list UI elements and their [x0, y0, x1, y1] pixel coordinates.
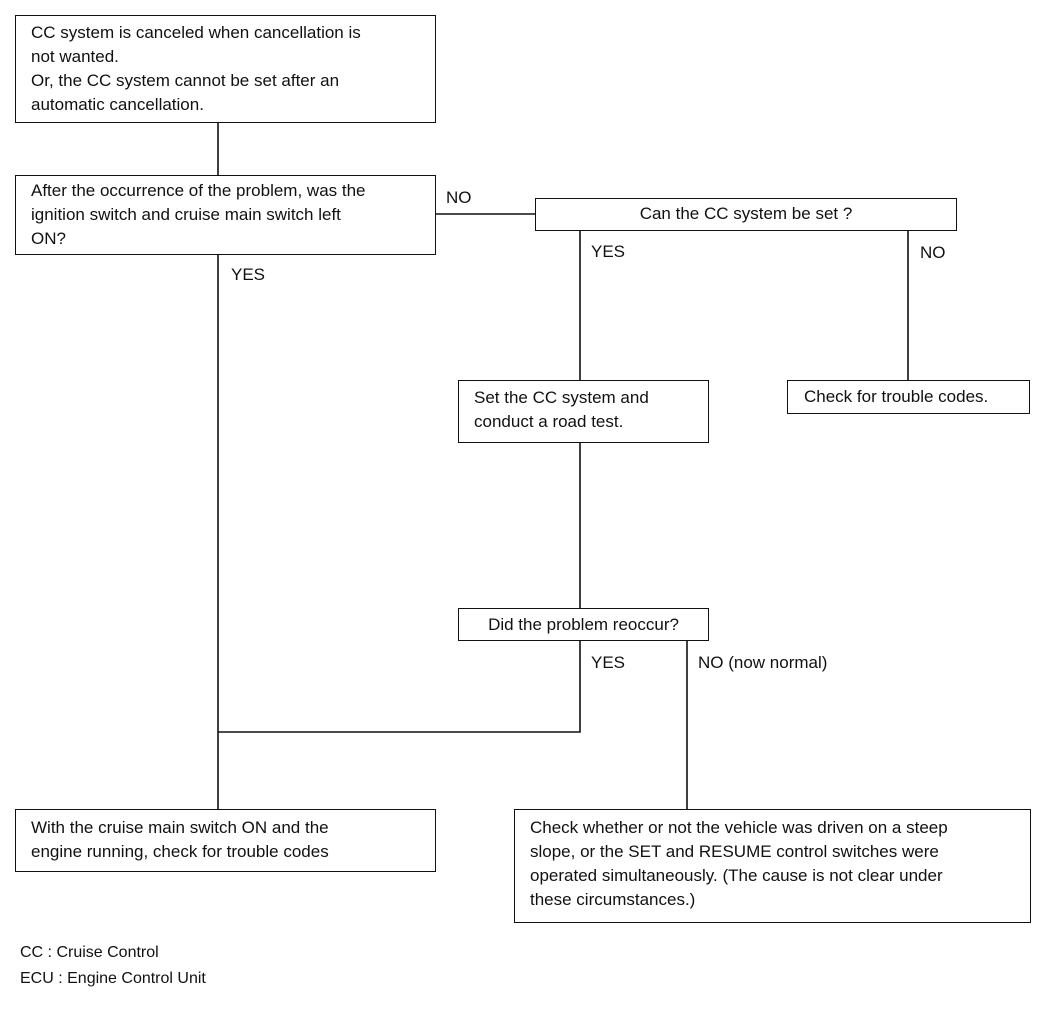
- reoccur-no-label: NO (now normal): [698, 653, 828, 672]
- start-box: CC system is canceled when cancellation …: [15, 15, 436, 123]
- engine-running-check-line-1: With the cruise main switch ON and the: [31, 818, 329, 837]
- start-line-3: Or, the CC system cannot be set after an: [31, 71, 340, 90]
- can-set-yes-label: YES: [591, 242, 626, 261]
- ignition-question-line-1: After the occurrence of the problem, was…: [31, 181, 366, 200]
- can-set-no-label: NO: [920, 243, 946, 262]
- check-trouble-codes-line-1: Check for trouble codes.: [804, 387, 989, 406]
- road-test-line-1: Set the CC system and: [474, 388, 649, 407]
- start-line-4: automatic cancellation.: [31, 95, 204, 114]
- reoccur-yes-label: YES: [591, 653, 626, 672]
- legend-ecu: ECU : Engine Control Unit: [20, 970, 206, 987]
- start-line-1: CC system is canceled when cancellation …: [31, 23, 361, 42]
- ignition-question-box: After the occurrence of the problem, was…: [15, 175, 436, 255]
- can-set-question-box: Can the CC system be set ?: [535, 198, 957, 231]
- ignition-question-line-2: ignition switch and cruise main switch l…: [31, 205, 341, 224]
- engine-running-check-box: With the cruise main switch ON and the e…: [15, 809, 436, 872]
- steep-slope-check-line-2: slope, or the SET and RESUME control swi…: [530, 842, 939, 861]
- steep-slope-check-line-1: Check whether or not the vehicle was dri…: [530, 818, 948, 837]
- edge-q-reoccur-yes: [218, 641, 581, 733]
- legend: CC : Cruise Control ECU : Engine Control…: [20, 940, 206, 992]
- reoccur-question-line-1: Did the problem reoccur?: [488, 615, 679, 634]
- reoccur-question-box: Did the problem reoccur?: [458, 608, 709, 641]
- ignition-yes-label: YES: [231, 265, 266, 284]
- road-test-line-2: conduct a road test.: [474, 412, 624, 431]
- steep-slope-check-box: Check whether or not the vehicle was dri…: [514, 809, 1031, 923]
- legend-cc: CC : Cruise Control: [20, 944, 159, 961]
- ignition-no-label: NO: [446, 188, 472, 207]
- can-set-question-line-1: Can the CC system be set ?: [639, 204, 853, 223]
- road-test-box: Set the CC system and conduct a road tes…: [458, 380, 709, 443]
- ignition-question-line-3: ON?: [31, 229, 66, 248]
- engine-running-check-line-2: engine running, check for trouble codes: [31, 842, 329, 861]
- steep-slope-check-line-3: operated simultaneously. (The cause is n…: [530, 866, 943, 885]
- start-line-2: not wanted.: [31, 47, 119, 66]
- steep-slope-check-line-4: these circumstances.): [530, 890, 696, 909]
- check-trouble-codes-box: Check for trouble codes.: [787, 380, 1030, 414]
